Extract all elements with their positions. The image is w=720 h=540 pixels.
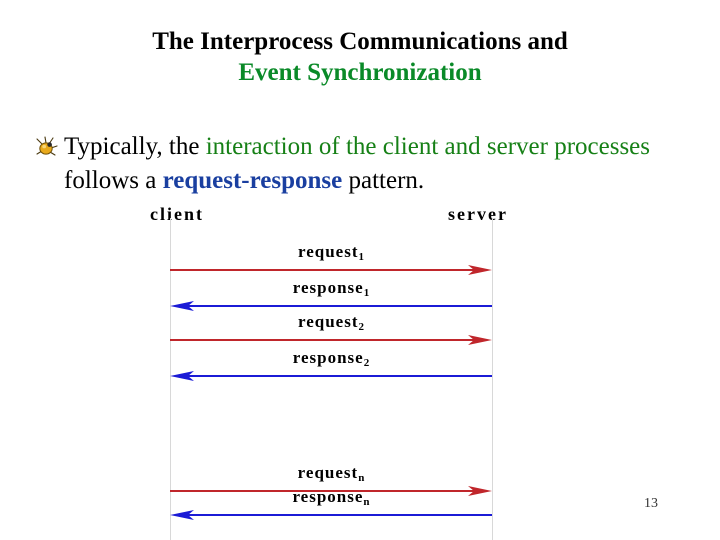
message-row: requestn xyxy=(170,463,492,497)
message-row: response1 xyxy=(170,278,492,312)
message-label-base: response xyxy=(292,487,364,506)
bullet-segment-4: pattern. xyxy=(342,167,425,194)
message-row: response2 xyxy=(170,348,492,382)
message-arrow xyxy=(170,371,492,381)
message-label-subscript: 2 xyxy=(358,321,365,333)
role-label-server: server xyxy=(448,204,508,224)
bullet-segment-1: interaction of the client and server pro… xyxy=(205,133,650,160)
page-title-line-1: The Interprocess Communications and xyxy=(152,28,568,55)
role-label-client: client xyxy=(150,204,204,224)
bug-bullet-icon xyxy=(34,136,60,158)
message-label-subscript: n xyxy=(363,496,370,508)
message-row: request1 xyxy=(170,242,492,276)
message-label-subscript: 1 xyxy=(363,287,370,299)
lifeline-client xyxy=(170,218,171,540)
page-title: The Interprocess Communications and Even… xyxy=(0,26,720,88)
message-arrow xyxy=(170,486,492,496)
bullet-text: Typically, the interaction of the client… xyxy=(64,130,700,198)
message-arrow xyxy=(170,265,492,275)
message-row: responsen xyxy=(170,487,492,521)
message-arrow xyxy=(170,510,492,520)
message-label-subscript: n xyxy=(358,472,365,484)
message-label-subscript: 2 xyxy=(363,357,370,369)
message-label: request2 xyxy=(170,312,492,333)
message-arrow xyxy=(170,335,492,345)
page-title-line-2: Event Synchronization xyxy=(238,59,482,86)
bullet-block: Typically, the interaction of the client… xyxy=(34,130,700,198)
message-label-base: request xyxy=(297,312,359,331)
message-label-subscript: 1 xyxy=(358,251,365,263)
message-label-base: response xyxy=(292,348,364,367)
message-label: response2 xyxy=(170,348,492,369)
message-arrow xyxy=(170,301,492,311)
page-number: 13 xyxy=(644,496,658,511)
message-label-base: response xyxy=(292,278,364,297)
bullet-segment-0: Typically, the xyxy=(64,133,206,160)
message-label: responsen xyxy=(170,487,492,508)
bullet-segment-3: request-response xyxy=(162,167,343,194)
message-row: request2 xyxy=(170,312,492,346)
message-label-base: request xyxy=(297,242,359,261)
message-label: response1 xyxy=(170,278,492,299)
message-label: request1 xyxy=(170,242,492,263)
message-label: requestn xyxy=(170,463,492,484)
bullet-segment-2: follows a xyxy=(64,167,163,194)
message-label-base: request xyxy=(297,463,359,482)
lifeline-server xyxy=(492,218,493,540)
